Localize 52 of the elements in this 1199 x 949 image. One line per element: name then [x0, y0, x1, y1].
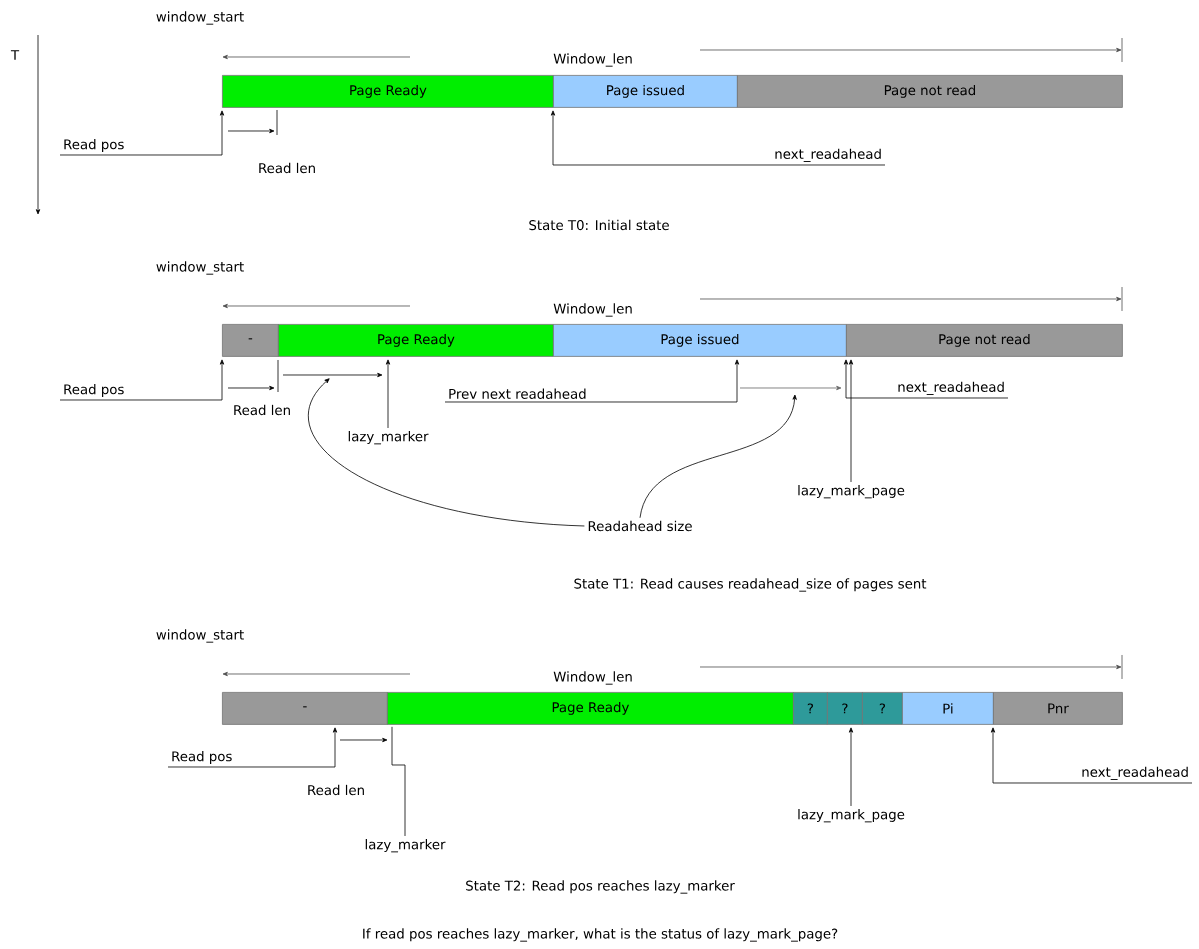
- bar-segment: Page issued: [553, 75, 738, 108]
- text-label: Window_len: [553, 53, 632, 67]
- text-label: Read len: [308, 784, 364, 796]
- pointer-label: Read pos: [172, 751, 232, 764]
- text-label: State T1: Read causes readahead_size of pages sent: [574, 578, 927, 592]
- leader-line: [550, 110, 886, 166]
- bar-segment: ?: [827, 692, 863, 725]
- text-label: T: [10, 50, 20, 60]
- text-label: window_start: [156, 629, 244, 643]
- leader-line: [990, 727, 1193, 784]
- text-label: window_start: [156, 11, 244, 25]
- pointer-label: lazy_mark_page: [798, 485, 905, 499]
- bar-segment: Page not read: [737, 75, 1123, 108]
- bar-segment: Page Ready: [222, 75, 554, 108]
- pointer-label: lazy_mark_page: [798, 809, 905, 823]
- pointer-label: lazy_marker: [348, 431, 429, 445]
- pointer-label: next_readahead: [1082, 766, 1188, 780]
- bar-segment: Pnr: [993, 692, 1123, 725]
- bar-segment: Page Ready: [387, 692, 794, 725]
- text-label: Read len: [259, 162, 315, 174]
- leader-line: [843, 359, 1009, 399]
- leader-line: [848, 359, 854, 483]
- bar-segment: -: [222, 692, 388, 725]
- pointer-label: Read pos: [64, 139, 124, 152]
- leader-line: [59, 359, 225, 401]
- pointer-label: lazy_marker: [365, 839, 446, 853]
- text-label: Read len: [234, 404, 290, 416]
- curved-arrow: [308, 378, 585, 527]
- text-label: Window_len: [553, 303, 632, 317]
- text-label: State T0: Initial state: [529, 219, 669, 231]
- curved-arrow: [639, 394, 797, 519]
- bar-segment: Pi: [902, 692, 994, 725]
- pointer-label: Prev next readahead: [449, 388, 586, 399]
- bar-segment: ?: [862, 692, 903, 725]
- text-label: If read pos reaches lazy_marker, what is the status of lazy_mark_page?: [363, 928, 838, 942]
- pointer-label: Read pos: [64, 384, 124, 397]
- leader-line: [167, 727, 338, 768]
- pointer-label: Readahead size: [588, 520, 692, 532]
- leader-line: [848, 727, 854, 807]
- text-label: State T2: Read pos reaches lazy_marker: [466, 880, 735, 894]
- bar-segment: -: [222, 324, 279, 357]
- bar-segment: Page Ready: [278, 324, 554, 357]
- leader-line: [385, 359, 391, 429]
- pointer-label: next_readahead: [775, 148, 881, 162]
- pointer-label: next_readahead: [898, 381, 1004, 395]
- leader-line: [444, 359, 740, 403]
- bar-segment: ?: [793, 692, 828, 725]
- leader-line: [391, 726, 406, 837]
- bar-segment: Page not read: [846, 324, 1123, 357]
- text-label: window_start: [156, 261, 244, 275]
- bar-segment: Page issued: [553, 324, 847, 357]
- leader-line: [59, 110, 225, 156]
